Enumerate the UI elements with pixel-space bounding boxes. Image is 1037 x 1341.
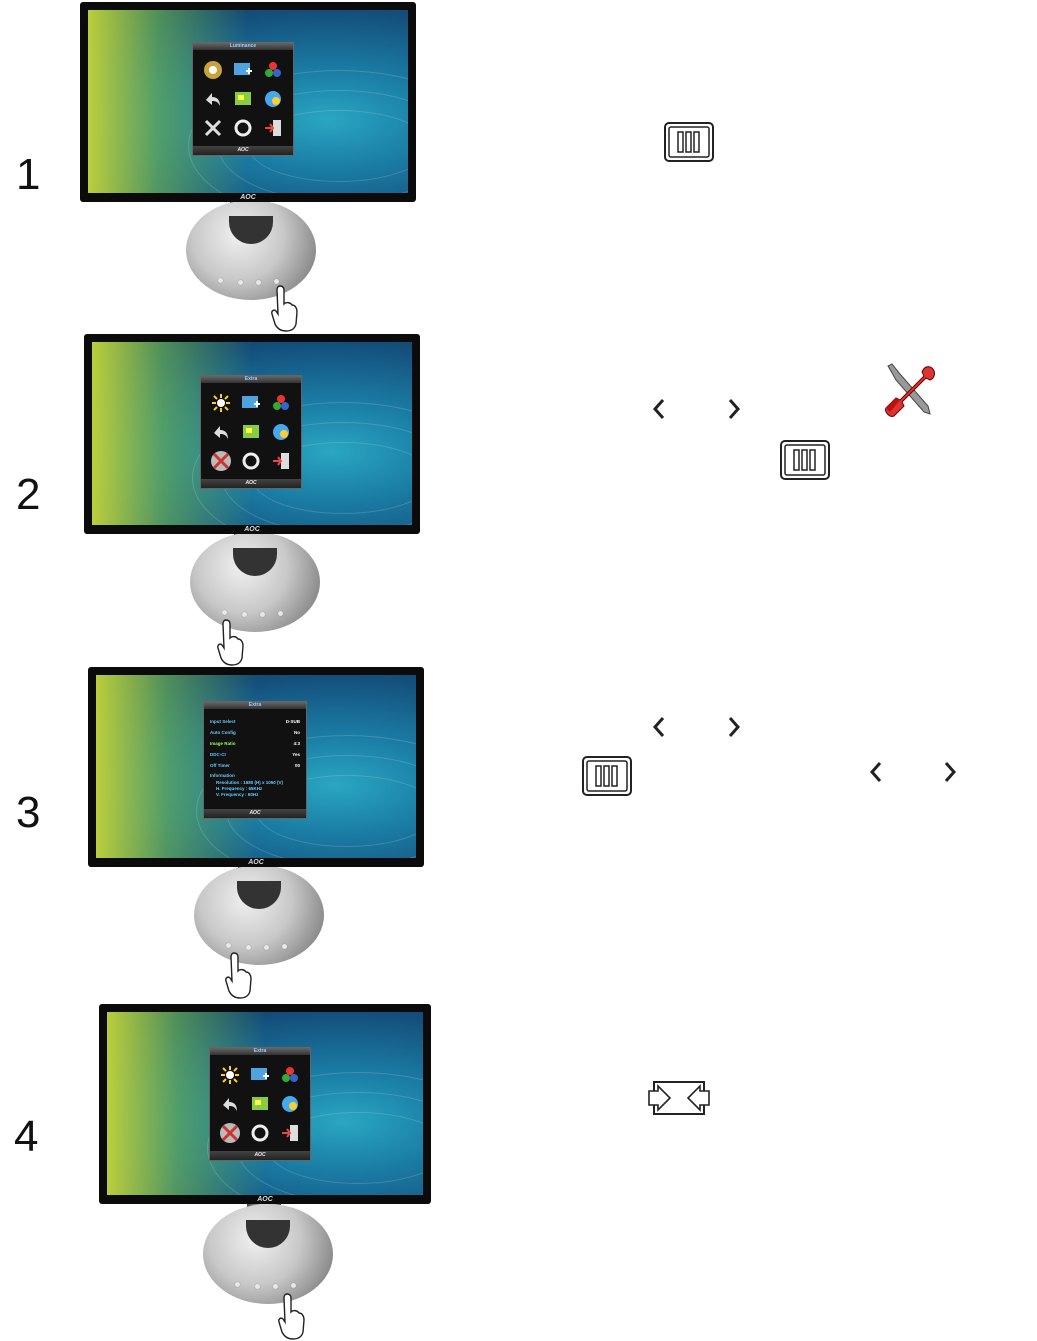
luminance-icon — [204, 60, 222, 79]
monitor-step-1: Luminance AOC AOC — [80, 2, 416, 334]
monitor-screen: Luminance AOC — [88, 10, 408, 193]
bezel-brand: AOC — [244, 526, 260, 533]
color-setup-icon — [273, 394, 289, 410]
osd-menu: Extra AOC — [209, 1047, 311, 1161]
tools-icon-selected — [211, 451, 231, 472]
osd-setup-icon — [235, 91, 251, 105]
osd-row-value: No — [294, 730, 300, 735]
extra-icon — [265, 90, 281, 107]
image-setup-icon — [234, 62, 252, 75]
exit-icon — [282, 1125, 298, 1142]
osd-row-label: Input Select — [210, 719, 236, 724]
osd-row-label: DDC-CI — [210, 752, 226, 757]
monitor-base — [203, 1204, 333, 1304]
osd-row: Auto Config No — [210, 727, 300, 738]
osd-title: Extra — [204, 702, 306, 709]
auto-exit-button-icon — [648, 1081, 710, 1115]
osd-setup-icon — [243, 424, 259, 438]
osd-footer: AOC — [201, 479, 301, 488]
tools-icon — [204, 120, 222, 137]
osd-row-value: 4:3 — [293, 741, 300, 746]
luminance-icon — [212, 393, 230, 412]
menu-button-icon — [780, 440, 830, 480]
osd-footer: AOC — [210, 1151, 310, 1160]
monitor-screen: Extra Input Select D-SUB Auto Config No Im… — [96, 675, 416, 858]
image-setup-icon — [242, 395, 260, 408]
bezel-brand: AOC — [240, 194, 256, 201]
osd-row-label: Off Timer — [210, 763, 230, 768]
color-setup-icon — [282, 1066, 298, 1082]
osd-extra-menu: Extra Input Select D-SUB Auto Config No Im… — [203, 701, 307, 819]
chevron-right-icon — [728, 399, 741, 419]
osd-row: DDC-CI Yes — [210, 749, 300, 760]
extra-icon — [282, 1095, 298, 1112]
exit-icon — [265, 120, 281, 137]
reset-icon — [251, 1124, 269, 1142]
osd-row-label: Information — [210, 773, 235, 778]
picture-boost-icon — [223, 1097, 237, 1111]
menu-button-icon — [664, 122, 714, 162]
osd-info-line: H. Frequency : 65KHz — [216, 786, 263, 791]
osd-info-line: Resolution : 1680 (H) x 1050 (V) — [216, 780, 284, 785]
step-number-4: 4 — [14, 1112, 39, 1161]
chevron-right-icon — [944, 762, 957, 782]
osd-row: Input Select D-SUB — [210, 716, 300, 727]
image-setup-icon — [251, 1067, 269, 1080]
osd-row: Image Ratio 4:3 — [210, 738, 300, 749]
chevron-left-icon — [652, 399, 665, 419]
reset-icon — [242, 452, 260, 470]
menu-button-icon — [582, 756, 632, 796]
osd-row-value: Yes — [292, 752, 300, 757]
osd-row: Information — [210, 771, 300, 780]
tools-icon-selected — [220, 1123, 240, 1144]
osd-row-label: Auto Config — [210, 730, 236, 735]
hand-pointer-icon — [278, 1293, 305, 1340]
monitor-screen: Extra AOC — [92, 342, 412, 525]
monitor-step-4: Extra AOC AOC — [99, 1004, 431, 1341]
osd-info-line: V. Frequency : 60Hz — [216, 792, 259, 797]
luminance-icon — [221, 1065, 239, 1084]
step-number-1: 1 — [16, 150, 41, 199]
bezel-brand: AOC — [257, 1196, 273, 1203]
osd-title: Luminance — [193, 43, 293, 50]
chevron-left-icon — [652, 717, 665, 737]
monitor-bezel: Extra Input Select D-SUB Auto Config No Im… — [88, 667, 424, 867]
exit-icon — [273, 453, 289, 470]
osd-footer: AOC — [204, 809, 306, 818]
bezel-brand: AOC — [248, 859, 264, 866]
osd-menu: Extra AOC — [200, 375, 302, 489]
color-setup-icon — [265, 61, 281, 77]
step-number-2: 2 — [16, 470, 41, 519]
monitor-screen: Extra AOC — [107, 1012, 423, 1195]
osd-title: Extra — [210, 1048, 310, 1055]
osd-row-value: 00 — [294, 763, 300, 768]
monitor-base — [194, 865, 324, 965]
extra-icon — [273, 423, 289, 440]
extra-tools-icon — [885, 363, 935, 417]
osd-row-label: Image Ratio — [210, 741, 236, 746]
picture-boost-icon — [214, 425, 228, 439]
step-number-3: 3 — [16, 788, 41, 837]
osd-row: Off Timer 00 — [210, 760, 300, 771]
osd-menu: Luminance AOC — [192, 42, 294, 156]
picture-boost-icon — [206, 92, 220, 106]
monitor-step-2: Extra AOC AOC — [84, 334, 420, 668]
osd-footer: AOC — [193, 146, 293, 155]
hand-pointer-icon — [271, 285, 298, 332]
chevron-right-icon — [728, 717, 741, 737]
monitor-step-3: Extra Input Select D-SUB Auto Config No Im… — [88, 667, 424, 1001]
osd-title: Extra — [201, 376, 301, 383]
monitor-bezel: Luminance AOC AOC — [80, 2, 416, 202]
monitor-bezel: Extra AOC AOC — [84, 334, 420, 534]
reset-icon — [234, 119, 252, 137]
hand-pointer-icon — [225, 952, 252, 999]
chevron-left-icon — [869, 762, 882, 782]
monitor-bezel: Extra AOC AOC — [99, 1004, 431, 1204]
monitor-base — [190, 532, 320, 632]
hand-pointer-icon — [217, 619, 244, 666]
monitor-base — [186, 200, 316, 300]
osd-setup-icon — [252, 1096, 268, 1110]
osd-row-value: D-SUB — [285, 719, 300, 724]
